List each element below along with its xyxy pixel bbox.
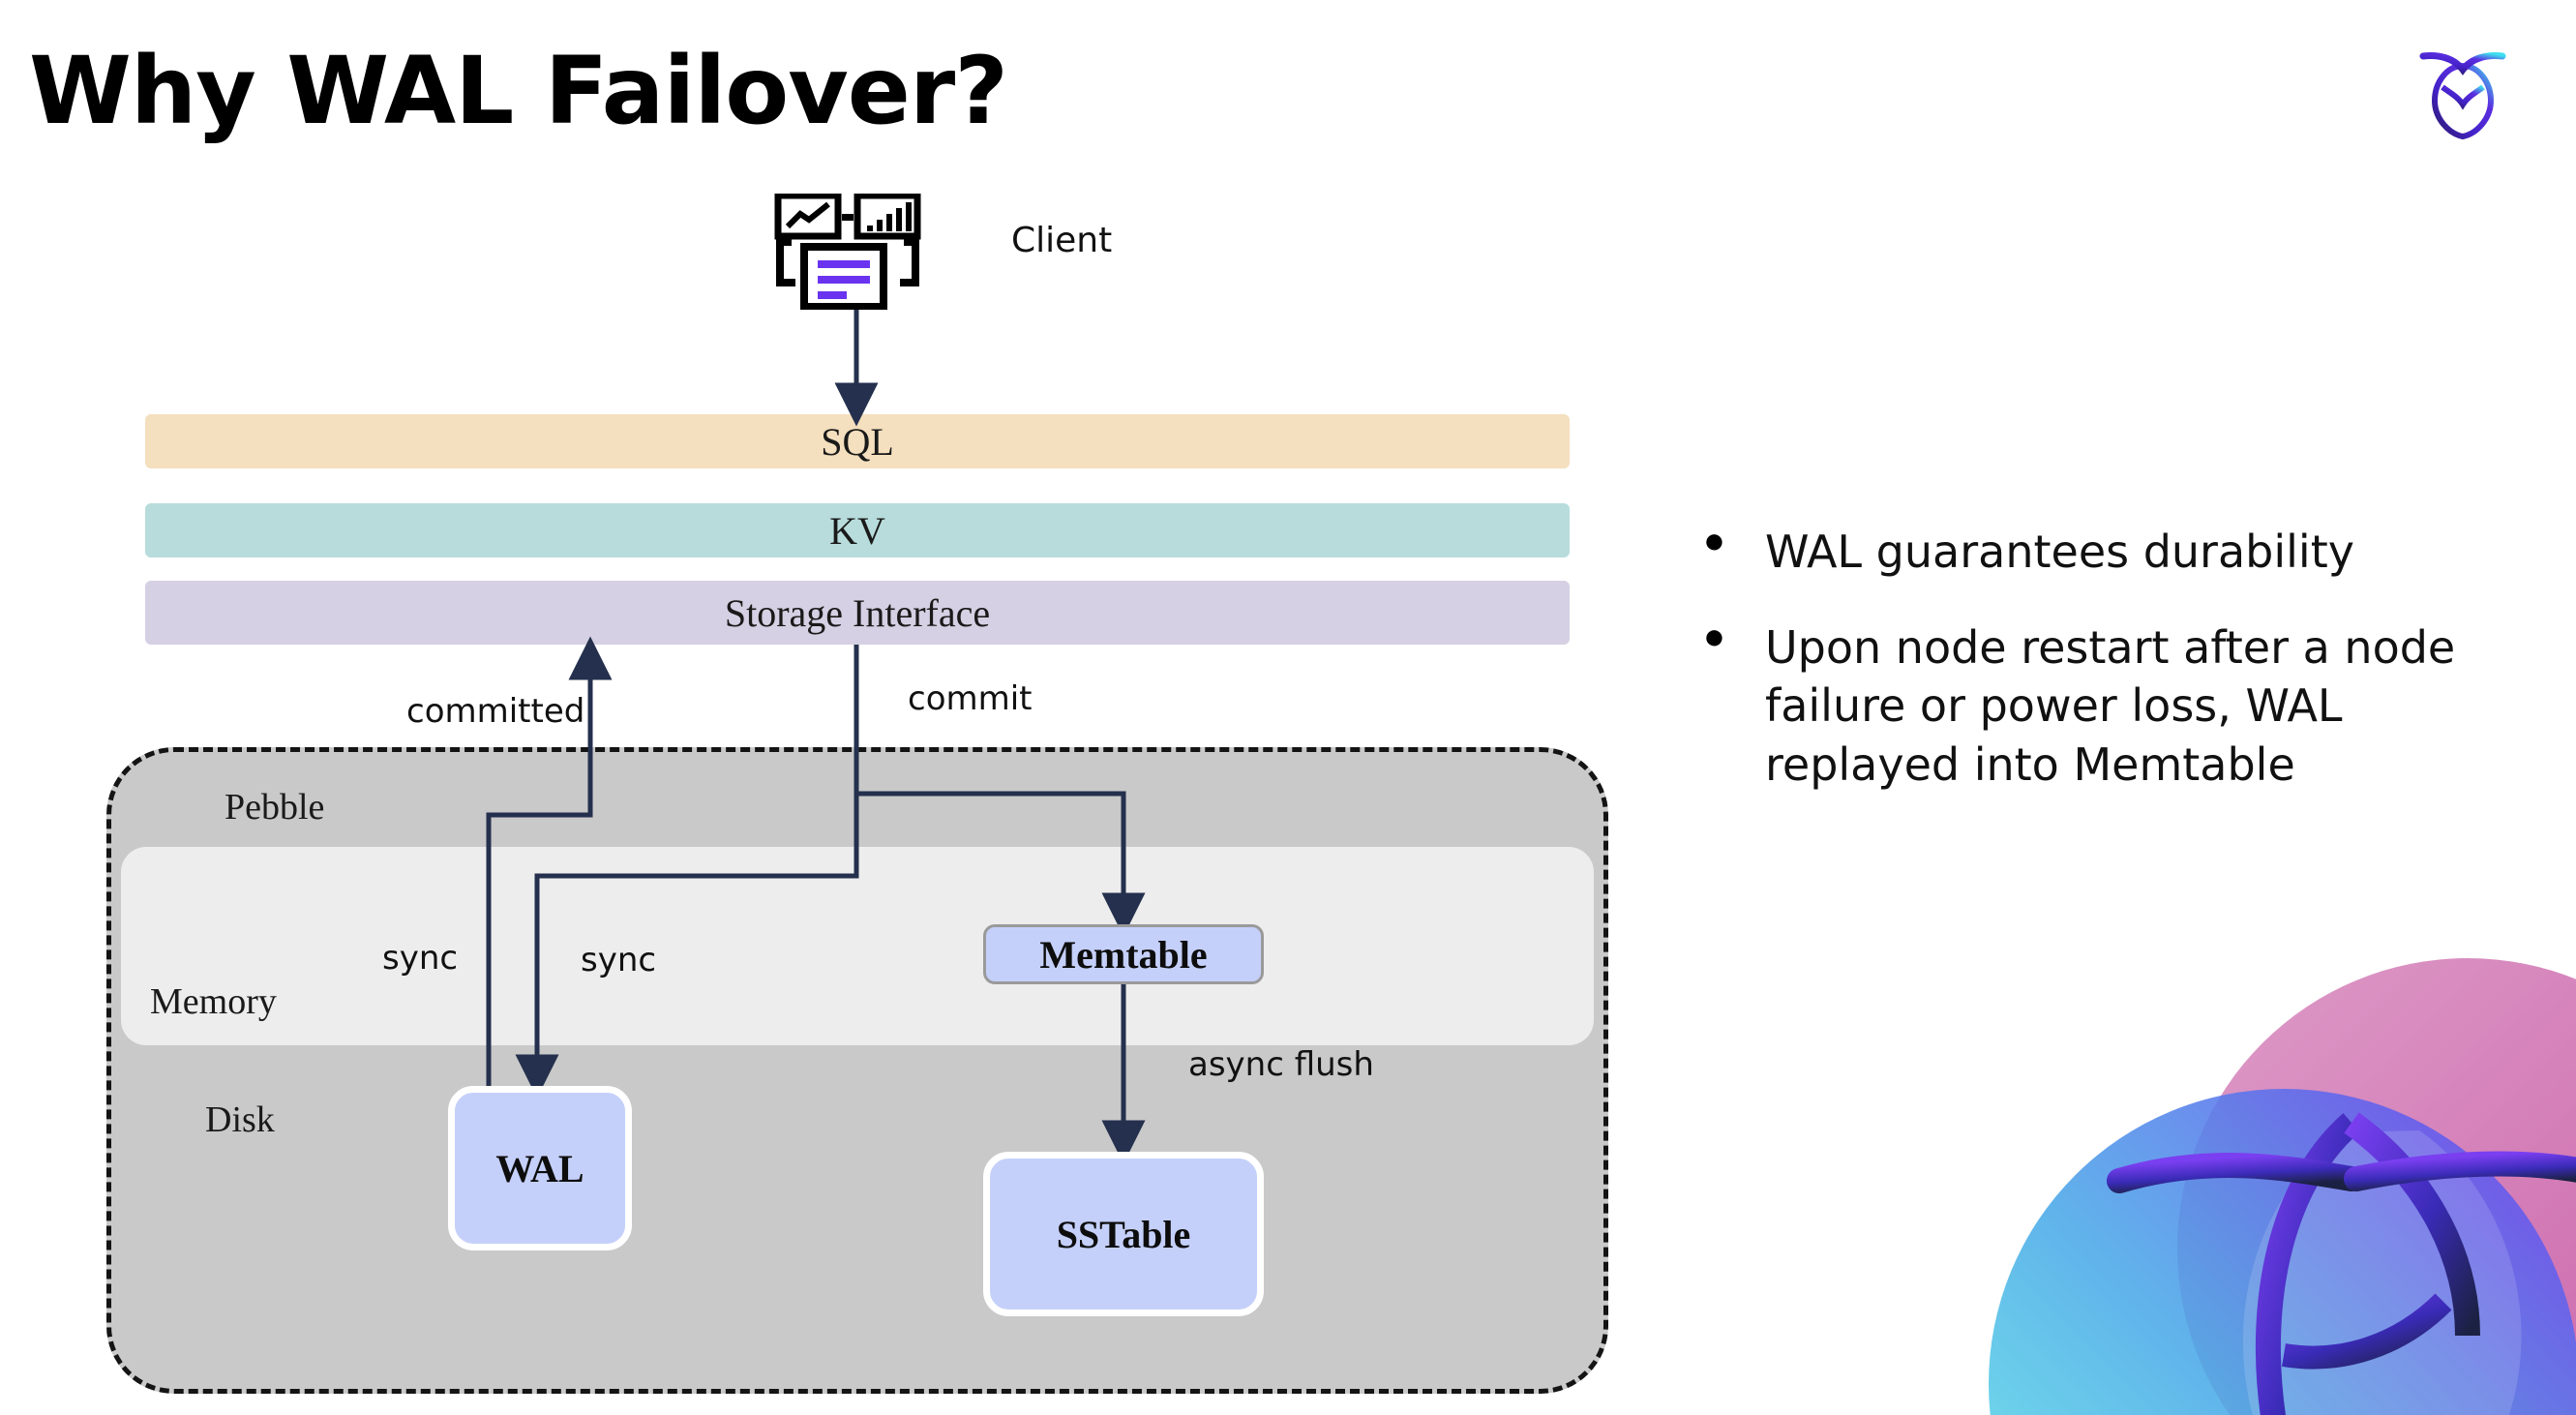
node-label-wal: WAL bbox=[495, 1146, 584, 1190]
edge-label-async-flush: async flush bbox=[1188, 1045, 1374, 1084]
edge-label-sync-left: sync bbox=[382, 939, 459, 978]
memory-region bbox=[121, 847, 1594, 1045]
node-label-sstable: SSTable bbox=[1056, 1212, 1191, 1256]
list-item: ● Upon node restart after a node failure… bbox=[1703, 616, 2497, 795]
memory-label: Memory bbox=[150, 981, 277, 1022]
edge-label-commit: commit bbox=[908, 679, 1033, 718]
bullet-text: WAL guarantees durability bbox=[1765, 526, 2354, 578]
client-dashboard-icon bbox=[774, 192, 939, 311]
edge-label-committed: committed bbox=[406, 692, 585, 731]
node-memtable: Memtable bbox=[983, 924, 1264, 984]
bullet-text: Upon node restart after a node failure o… bbox=[1765, 620, 2456, 792]
node-sstable: SSTable bbox=[983, 1152, 1264, 1316]
layer-bar-storage-interface: Storage Interface bbox=[145, 581, 1570, 645]
layer-bar-kv: KV bbox=[145, 503, 1570, 557]
layer-label-storage-interface: Storage Interface bbox=[724, 590, 991, 635]
node-label-memtable: Memtable bbox=[1039, 932, 1208, 977]
layer-label-sql: SQL bbox=[821, 419, 894, 464]
node-wal: WAL bbox=[448, 1086, 632, 1250]
bullet-marker-icon: ● bbox=[1703, 521, 1725, 561]
bullet-list: ● WAL guarantees durability ● Upon node … bbox=[1703, 521, 2497, 831]
list-item: ● WAL guarantees durability bbox=[1703, 521, 2497, 582]
disk-label: Disk bbox=[205, 1099, 275, 1140]
layer-bar-sql: SQL bbox=[145, 414, 1570, 468]
decorative-logo-artwork bbox=[1964, 929, 2576, 1415]
edge-label-sync-right: sync bbox=[581, 941, 657, 979]
pebble-label: Pebble bbox=[225, 787, 325, 828]
cockroachdb-logo bbox=[2410, 37, 2516, 143]
page-title: Why WAL Failover? bbox=[29, 37, 1008, 145]
bullet-marker-icon: ● bbox=[1703, 616, 1725, 657]
pebble-container bbox=[106, 747, 1608, 1394]
layer-label-kv: KV bbox=[829, 508, 885, 553]
client-label: Client bbox=[1011, 221, 1113, 260]
